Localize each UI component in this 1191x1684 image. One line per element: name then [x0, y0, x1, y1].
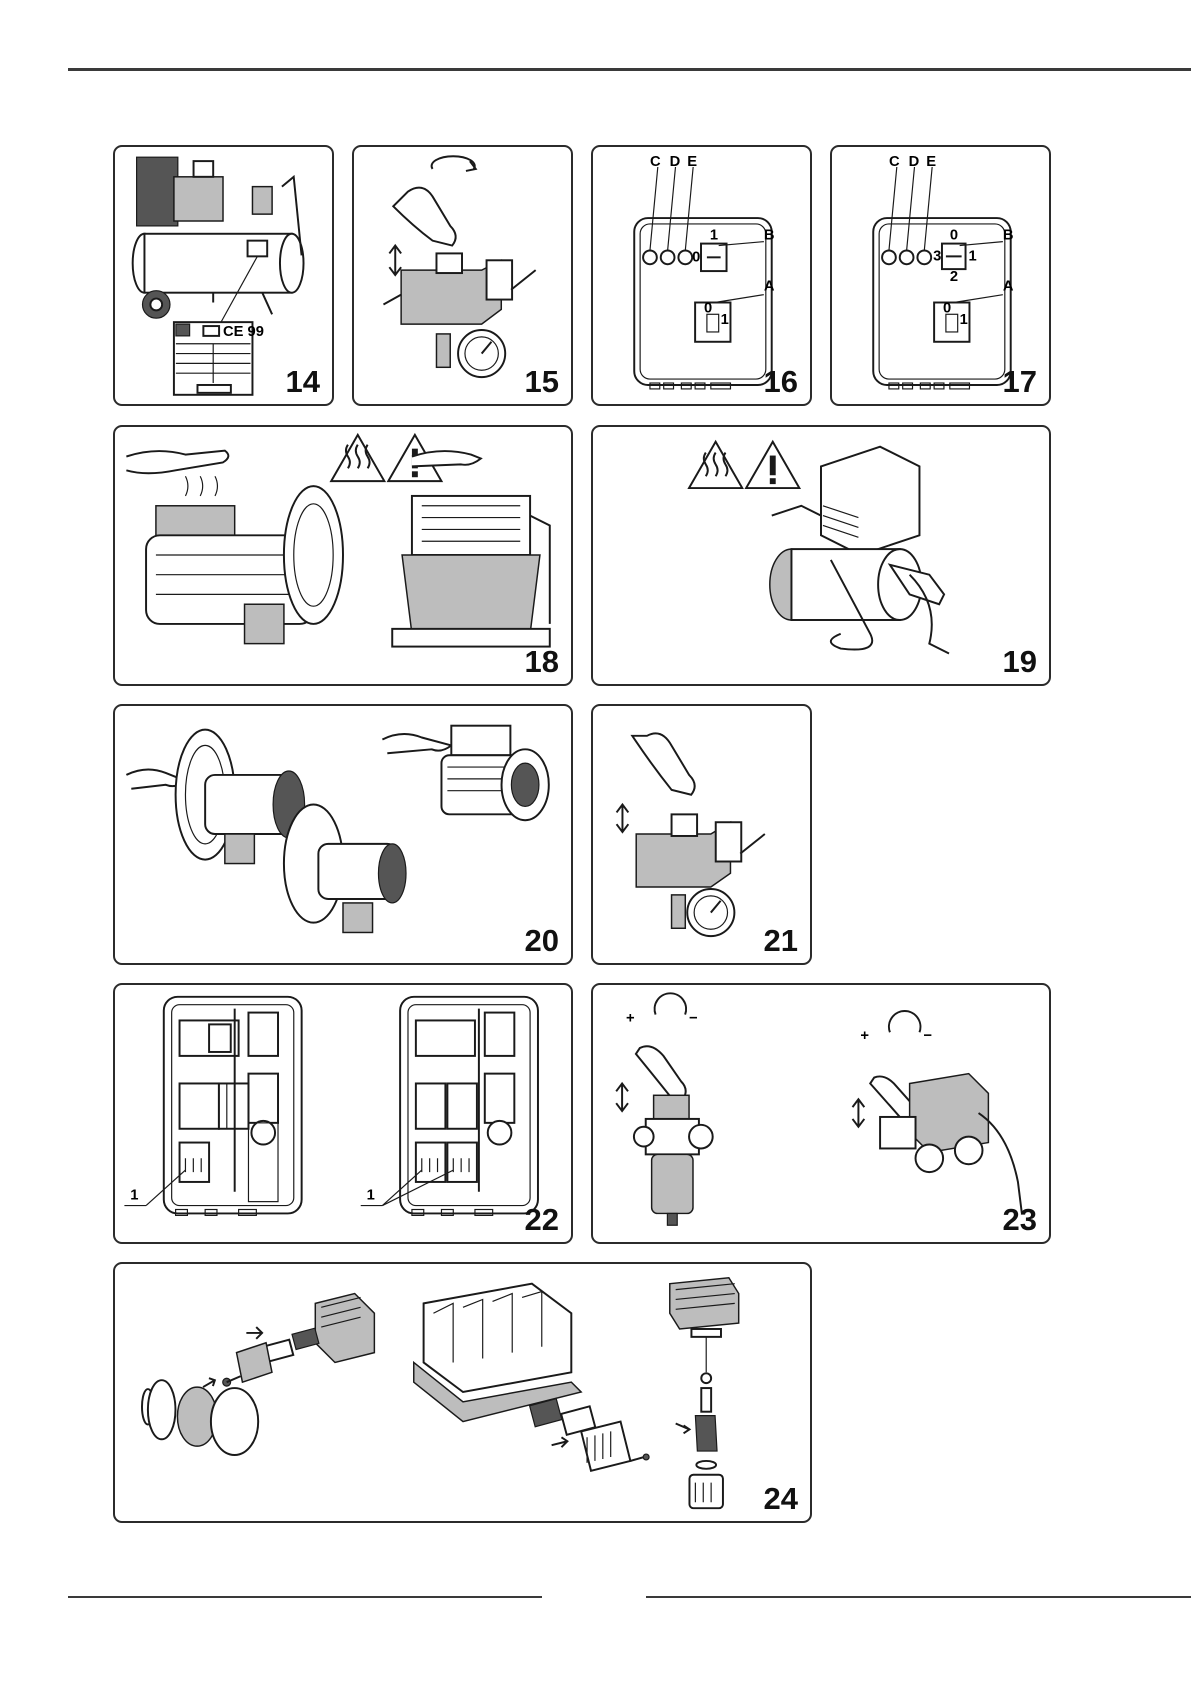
- figure-number: 17: [1003, 364, 1037, 400]
- label-a: A: [764, 279, 775, 295]
- figure-number: 16: [764, 364, 798, 400]
- hot-pump-illustration: [115, 427, 571, 684]
- indicator-c: [882, 250, 896, 264]
- figure-14-panel: CE 99 14: [113, 145, 334, 406]
- switch-a-pos-right: 1: [960, 312, 968, 328]
- callout-1-right: 1: [367, 1188, 375, 1204]
- figure-number: 15: [525, 364, 559, 400]
- indicator-c: [643, 250, 657, 264]
- switch-b-pos-left: 3: [933, 248, 941, 264]
- plus-sign: +: [860, 1028, 869, 1044]
- header-rule: [68, 68, 1191, 71]
- callout-1-left: 1: [130, 1188, 138, 1204]
- control-box-double: [400, 997, 538, 1216]
- plus-sign: +: [626, 1010, 635, 1026]
- figure-24-panel: 24: [113, 1262, 812, 1523]
- label-b: B: [764, 228, 775, 244]
- label-e: E: [926, 154, 936, 170]
- figure-number: 14: [286, 364, 320, 400]
- hot-surface-warning-icon: [331, 435, 384, 481]
- figure-21-panel: 21: [591, 704, 812, 965]
- switch-b-pos-bottom: 2: [950, 269, 958, 285]
- figure-22-panel: 1 1 22: [113, 983, 573, 1244]
- figure-20-panel: 20: [113, 704, 573, 965]
- footer-rule-right: [646, 1596, 1191, 1598]
- label-a: A: [1003, 279, 1014, 295]
- figure-17-panel: C D E 0 3 1 2 B 0 1 A 17: [830, 145, 1051, 406]
- figure-18-panel: 18: [113, 425, 573, 686]
- label-c: C: [650, 154, 661, 170]
- switch-b-pos-left: 0: [692, 249, 700, 265]
- label-e: E: [687, 154, 697, 170]
- switch-a-pos-top: 0: [943, 300, 951, 316]
- exploded-view-small-head: [142, 1294, 374, 1455]
- switch-b-pos-top: 0: [950, 228, 958, 244]
- hot-surface-warning-icon: [689, 442, 742, 488]
- rotate-arrow-icon: [655, 993, 687, 1014]
- label-d: D: [909, 154, 920, 170]
- exploded-view-large-head: [414, 1284, 649, 1471]
- footer-rule-left: [68, 1596, 542, 1598]
- figure-number: 22: [525, 1202, 559, 1238]
- indicator-d: [900, 250, 914, 264]
- figure-number: 18: [525, 644, 559, 680]
- figure-16-panel: C D E 1 0 B 0 1 A 16: [591, 145, 812, 406]
- switch-a-pos-top: 0: [704, 300, 712, 316]
- ce-marking: CE 99: [223, 324, 264, 340]
- minus-sign: −: [923, 1028, 932, 1044]
- figure-19-panel: 19: [591, 425, 1051, 686]
- valve-plate-disassembly-illustration: [115, 1264, 810, 1521]
- minus-sign: −: [689, 1010, 698, 1026]
- label-d: D: [670, 154, 681, 170]
- indicator-d: [661, 250, 675, 264]
- figure-number: 23: [1003, 1202, 1037, 1238]
- unplug-compressor-illustration: [593, 427, 1049, 684]
- figure-23-panel: + − + − 23: [591, 983, 1051, 1244]
- motor-check-illustration: [115, 706, 571, 963]
- switch-b-pos-right: 1: [968, 248, 976, 264]
- control-box-interior-illustration: 1 1: [115, 985, 571, 1242]
- indicator-e: [678, 250, 692, 264]
- switch-b-pos-top: 1: [710, 228, 718, 244]
- exploded-view-vertical: [670, 1278, 739, 1508]
- figure-15-panel: 15: [352, 145, 573, 406]
- switch-a-pos-right: 1: [721, 312, 729, 328]
- control-box-single: [164, 997, 302, 1216]
- figure-number: 20: [525, 923, 559, 959]
- label-b: B: [1003, 228, 1014, 244]
- rotate-arrow-icon: [889, 1011, 921, 1032]
- figure-number: 19: [1003, 644, 1037, 680]
- label-c: C: [889, 154, 900, 170]
- figure-number: 24: [764, 1481, 798, 1517]
- pressure-regulator-illustration: + − + −: [593, 985, 1049, 1242]
- indicator-e: [917, 250, 931, 264]
- figure-number: 21: [764, 923, 798, 959]
- warning-icon: [746, 442, 799, 488]
